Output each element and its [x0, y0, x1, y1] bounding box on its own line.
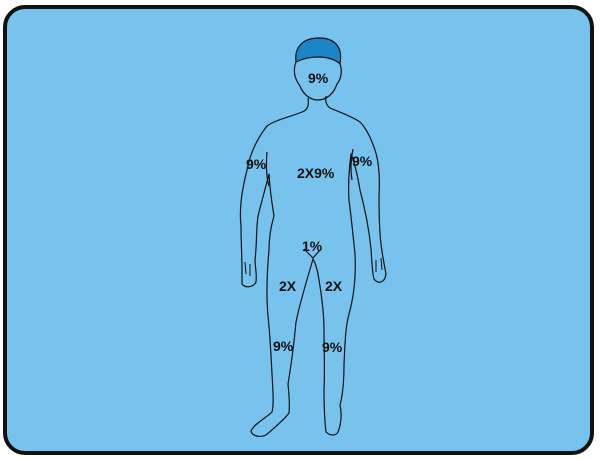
- diagram-frame: 9% 9% 9% 2X9% 1% 2X 2X 9% 9%: [3, 5, 594, 455]
- label-leg-right-bottom: 9%: [273, 339, 293, 353]
- label-trunk: 2X9%: [297, 166, 334, 180]
- body-outline: [240, 96, 386, 436]
- label-leg-left-top: 2X: [325, 279, 342, 293]
- label-arm-right: 9%: [246, 157, 266, 171]
- label-head: 9%: [308, 71, 328, 85]
- label-leg-right-top: 2X: [279, 279, 296, 293]
- hair-shape: [296, 38, 341, 64]
- right-hand-detail: [245, 262, 250, 276]
- body-outline-figure: [7, 9, 594, 455]
- label-groin: 1%: [302, 239, 322, 253]
- label-arm-left: 9%: [352, 154, 372, 168]
- left-hand-detail: [376, 258, 382, 272]
- label-leg-left-bottom: 9%: [322, 340, 342, 354]
